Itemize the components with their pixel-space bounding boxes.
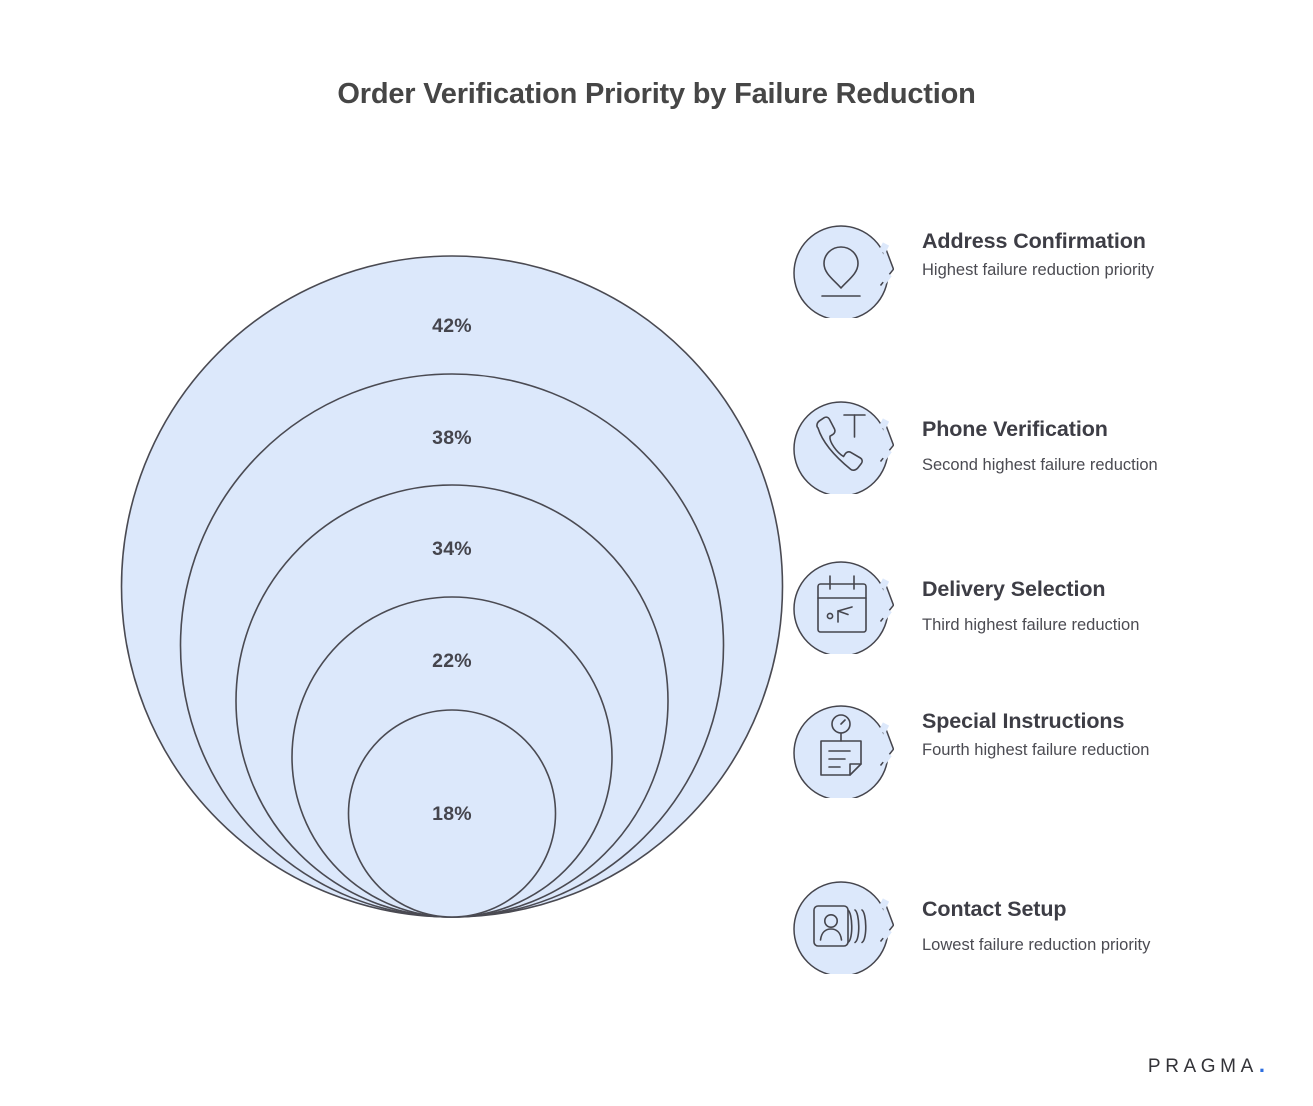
- brand-name: PRAGMA: [1147, 1056, 1258, 1077]
- legend-text: Contact Setup Lowest failure reduction p…: [894, 878, 1190, 957]
- legend-icon-bubble: [790, 702, 894, 798]
- phone-text-icon: [816, 414, 866, 471]
- legend-item-description: Lowest failure reduction priority: [922, 935, 1151, 954]
- legend-icon-bubble: [790, 878, 894, 974]
- legend-item-title: Address Confirmation: [922, 229, 1146, 253]
- legend-item-title: Contact Setup: [922, 897, 1067, 921]
- legend-item-description: Highest failure reduction priority: [922, 260, 1155, 279]
- calendar-select-icon: [817, 575, 867, 633]
- legend-item-description: Third highest failure reduction: [922, 615, 1140, 634]
- bubble-value-label: 38%: [432, 427, 472, 449]
- legend-text: Address Confirmation Highest failure red…: [894, 222, 1190, 282]
- legend-icon-bubble: [790, 558, 894, 654]
- bubble-value-label: 42%: [432, 315, 472, 337]
- contact-card-icon: [813, 905, 867, 947]
- brand-logo: PRAGMA .: [1148, 1052, 1265, 1078]
- legend-item-phone-verification[interactable]: Phone Verification Second highest failur…: [790, 398, 1190, 494]
- legend-item-description: Second highest failure reduction: [922, 455, 1158, 474]
- legend-icon-bubble: [790, 398, 894, 494]
- legend-text: Special Instructions Fourth highest fail…: [894, 702, 1190, 762]
- brand-dot: .: [1258, 1052, 1265, 1077]
- legend-item-description: Fourth highest failure reduction: [922, 740, 1150, 759]
- legend-item-title: Phone Verification: [922, 417, 1108, 441]
- legend-item-special-instructions[interactable]: Special Instructions Fourth highest fail…: [790, 702, 1190, 798]
- legend-icon-bubble: [790, 222, 894, 318]
- location-pin-icon: [821, 246, 861, 297]
- page-title: Order Verification Priority by Failure R…: [337, 78, 976, 110]
- bubble-value-label: 34%: [432, 538, 472, 560]
- legend-text: Delivery Selection Third highest failure…: [894, 558, 1190, 637]
- bubble-value-label: 22%: [432, 650, 472, 672]
- legend-item-address-confirmation[interactable]: Address Confirmation Highest failure red…: [790, 222, 1190, 318]
- legend-text: Phone Verification Second highest failur…: [894, 398, 1190, 477]
- legend-item-delivery-selection[interactable]: Delivery Selection Third highest failure…: [790, 558, 1190, 654]
- note-instructions-icon: [820, 714, 862, 776]
- legend-item-contact-setup[interactable]: Contact Setup Lowest failure reduction p…: [790, 878, 1190, 974]
- bubble-value-label: 18%: [432, 803, 472, 825]
- bubble-circle-5: [347, 709, 557, 918]
- nested-bubble-chart: 42% 38% 34% 22% 18%: [100, 236, 800, 936]
- legend-item-title: Special Instructions: [922, 709, 1125, 733]
- legend-item-title: Delivery Selection: [922, 577, 1106, 601]
